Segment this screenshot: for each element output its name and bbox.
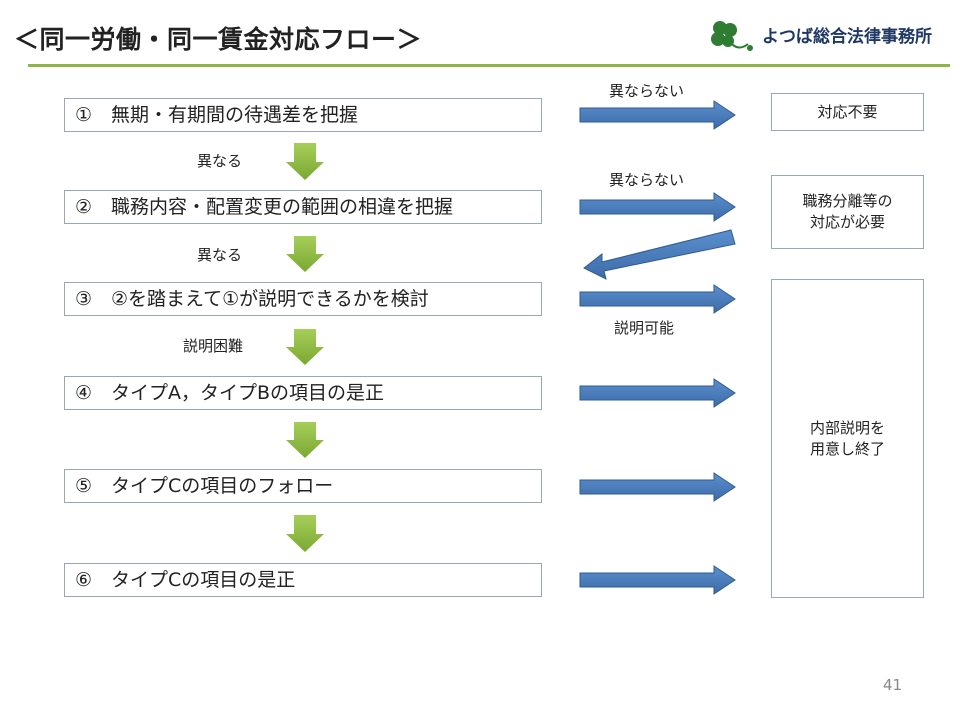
down-label-2: 異なる (197, 246, 243, 264)
brand: よつば総合法律事務所 (704, 18, 944, 52)
right-arrow-6 (579, 565, 736, 595)
outcome-explain: 内部説明を 用意し終了 (771, 279, 924, 598)
outcome-no-action-text: 対応不要 (817, 102, 878, 121)
page-number: 41 (883, 676, 903, 694)
right-arrow-5 (579, 472, 736, 502)
step-2: ② 職務内容・配置変更の範囲の相違を把握 (64, 190, 542, 224)
down-arrow-4 (286, 422, 324, 458)
step-2-text: 職務内容・配置変更の範囲の相違を把握 (111, 196, 454, 218)
step-2-number: ② (75, 196, 93, 218)
step-1-number: ① (75, 104, 93, 126)
step-3-number: ③ (75, 288, 93, 310)
outcome-explain-line-1: 内部説明を (809, 418, 885, 437)
down-arrow-3 (286, 329, 324, 365)
right-label-2: 異ならない (609, 171, 685, 189)
step-5-text: タイプCの項目のフォロー (111, 475, 334, 497)
down-arrow-1 (286, 143, 324, 180)
outcome-no-action: 対応不要 (771, 93, 924, 131)
right-label-3: 説明可能 (614, 319, 675, 337)
step-4: ④ タイプA，タイプBの項目の是正 (64, 376, 542, 410)
step-6-number: ⑥ (75, 569, 93, 591)
step-4-number: ④ (75, 382, 93, 404)
right-arrow-3 (579, 284, 736, 314)
outcome-separate-line-2: 対応が必要 (809, 213, 885, 231)
right-arrow-2 (579, 192, 736, 222)
outcome-separate-line-1: 職務分離等の (802, 192, 893, 210)
outcome-explain-line-2: 用意し終了 (809, 439, 885, 458)
down-label-3: 説明困難 (183, 337, 244, 355)
clover-logo-icon (711, 21, 753, 51)
step-6: ⑥ タイプCの項目の是正 (64, 563, 542, 597)
return-arrow (583, 229, 736, 280)
step-3-text: ②を踏まえて①が説明できるかを検討 (111, 288, 429, 310)
down-arrow-5 (286, 515, 324, 552)
down-label-1: 異なる (197, 152, 243, 170)
step-1: ① 無期・有期間の待遇差を把握 (64, 98, 542, 132)
right-label-1: 異ならない (609, 82, 685, 100)
brand-name: よつば総合法律事務所 (762, 27, 932, 47)
right-arrow-4 (579, 378, 736, 408)
page-title: ＜同一労働・同一賃金対応フロー＞ (14, 25, 423, 54)
step-3: ③ ②を踏まえて①が説明できるかを検討 (64, 282, 542, 316)
outcome-separate: 職務分離等の 対応が必要 (771, 175, 924, 249)
step-6-text: タイプCの項目の是正 (111, 569, 296, 591)
step-1-text: 無期・有期間の待遇差を把握 (111, 104, 359, 126)
step-5-number: ⑤ (75, 475, 93, 497)
right-arrow-1 (579, 100, 736, 130)
title-divider (28, 64, 950, 67)
step-5: ⑤ タイプCの項目のフォロー (64, 469, 542, 503)
down-arrow-2 (286, 236, 324, 272)
step-4-text: タイプA，タイプBの項目の是正 (111, 382, 385, 404)
